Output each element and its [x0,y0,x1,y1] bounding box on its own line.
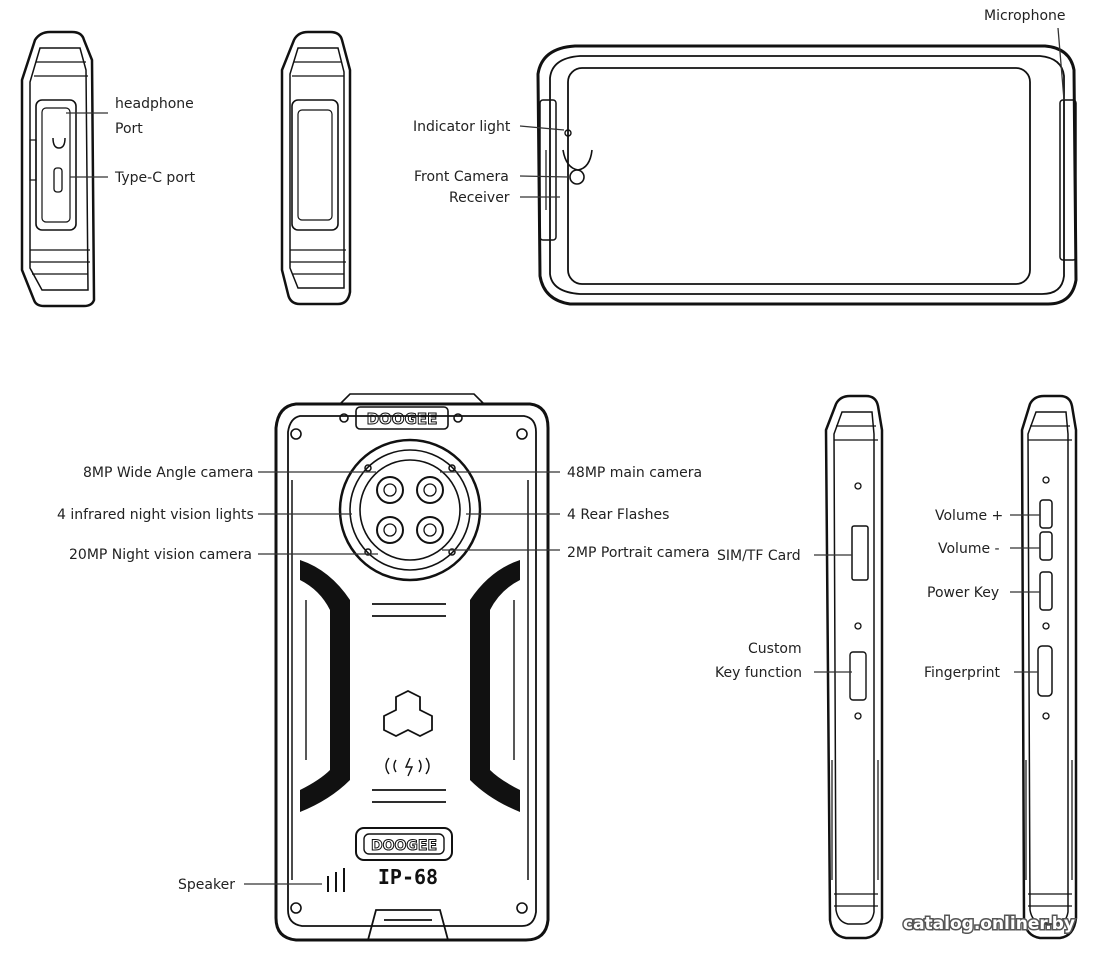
phone-bottom-end-view [280,30,352,306]
volume-up-label: Volume + [935,508,1003,524]
indicator-label: Indicator light [413,119,511,135]
night-vision-label: 20MP Night vision camera [69,547,252,563]
phone-right-side-view [1020,394,1078,940]
volume-down-label: Volume - [938,541,1000,557]
power-key-label: Power Key [927,585,999,601]
rear-flashes-label: 4 Rear Flashes [567,507,669,523]
headphone-label: headphone [115,96,194,112]
phone-left-side-view [824,394,884,940]
ip-rating: IP-68 [378,865,438,889]
receiver-label: Receiver [449,190,510,206]
portrait-label: 2MP Portrait camera [567,545,710,561]
main-camera-label: 48MP main camera [567,465,702,481]
microphone-label: Microphone [984,8,1066,24]
watermark: catalog.onliner.by [903,914,1075,934]
fingerprint-label: Fingerprint [924,665,1000,681]
infrared-label: 4 infrared night vision lights [57,507,254,523]
custom-label-line2: Key function [715,665,802,681]
back-brand-logo: DOOGEE [371,838,437,854]
typec-label: Type-C port [114,170,196,186]
back-top-brand: DOOGEE [367,410,438,428]
phone-back-view: DOOGEE DOOGEE IP-68 [274,393,550,942]
phone-front-view [536,44,1078,306]
front-camera-label: Front Camera [414,169,509,185]
phone-top-end-view [20,30,96,308]
wide-angle-label: 8MP Wide Angle camera [83,465,253,481]
speaker-label: Speaker [178,877,235,893]
port-label: Port [115,121,143,137]
custom-label-line1: Custom [748,641,802,657]
sim-label: SIM/TF Card [717,548,801,564]
